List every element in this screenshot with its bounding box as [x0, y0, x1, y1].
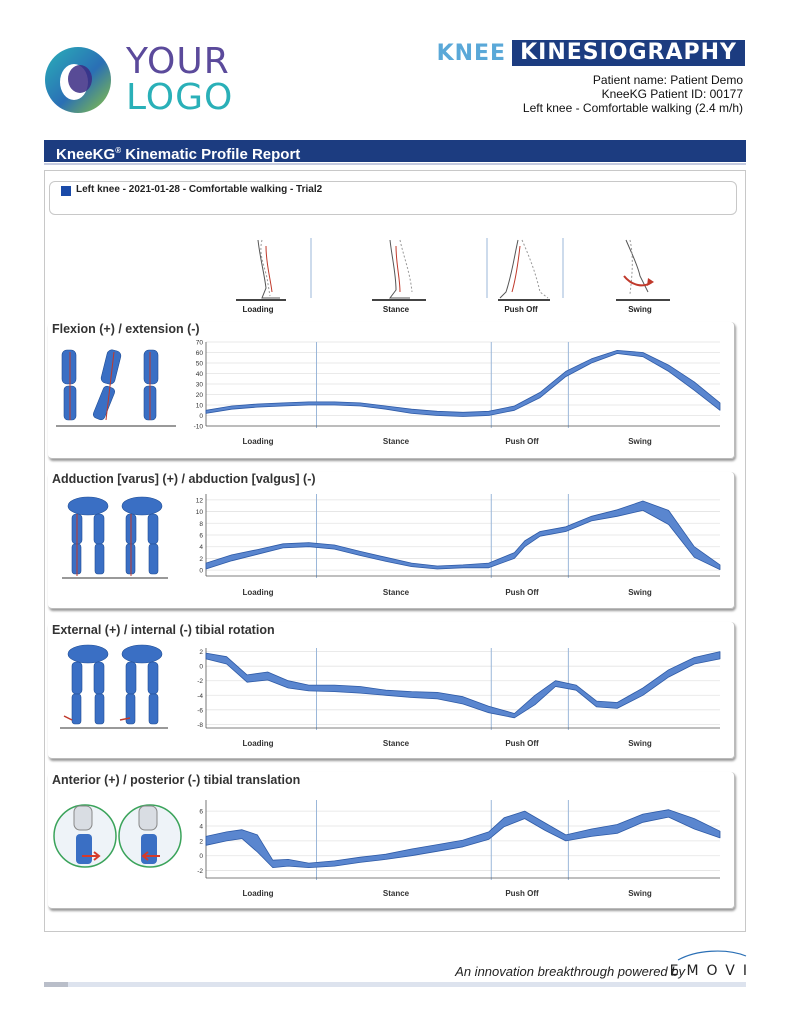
brand-header: KNEE KINESIOGRAPHY	[437, 40, 745, 66]
chart0-label-swing: Swing	[628, 437, 652, 446]
chart3-label-loading: Loading	[242, 889, 274, 898]
y-tick-label: -10	[194, 424, 204, 431]
tibial-rotation-chart: -8 -6 -4 -2 0 2	[197, 648, 721, 730]
adduction-legs-illustration	[62, 496, 168, 579]
y-tick-label: 2	[199, 838, 203, 845]
push-off-leg-icon	[498, 239, 550, 301]
patient-id: KneeKG Patient ID: 00177	[601, 87, 743, 101]
y-tick-label: 60	[196, 350, 204, 357]
phase-label-loading: Loading	[242, 305, 274, 314]
footer-bar	[44, 982, 746, 987]
variability-band	[205, 809, 721, 868]
chart3-label-stance: Stance	[382, 889, 410, 898]
report-panel	[44, 170, 746, 932]
y-tick-label: 6	[199, 809, 203, 816]
variability-band	[205, 350, 721, 417]
brand-kinesiography: KINESIOGRAPHY	[512, 40, 745, 66]
flexion-legs-illustration	[56, 349, 176, 427]
adduction-abduction-chart: 0 2 4 6 8 10 12	[196, 494, 721, 578]
swing-leg-icon	[616, 239, 670, 301]
section-title-translation: Anterior (+) / posterior (-) tibial tran…	[52, 773, 301, 787]
patient-condition: Left knee - Comfortable walking (2.4 m/h…	[522, 101, 743, 115]
y-tick-label: 0	[199, 853, 203, 860]
tibial-translation-chart: -2 0 2 4 6	[197, 800, 721, 880]
y-tick-label: 0	[199, 664, 203, 671]
y-tick-label: 4	[199, 824, 203, 831]
y-tick-label: -6	[197, 707, 203, 714]
y-tick-label: -8	[197, 722, 203, 729]
legend-label: Left knee - 2021-01-28 - Comfortable wal…	[76, 184, 323, 195]
y-tick-label: -4	[197, 693, 203, 700]
y-tick-label: 2	[199, 649, 203, 656]
y-tick-label: 50	[196, 361, 204, 368]
chart1-label-stance: Stance	[382, 588, 410, 597]
variability-band	[205, 651, 721, 719]
y-tick-label: 0	[199, 568, 203, 575]
y-tick-label: 20	[196, 392, 204, 399]
chart1-label-swing: Swing	[628, 588, 652, 597]
patient-info: Patient name: Patient Demo KneeKG Patien…	[523, 73, 743, 115]
emovi-swoosh-icon	[677, 950, 747, 961]
flexion-extension-chart: -10 0 10 20 30 40 50 60 70	[194, 340, 721, 431]
section-title-flexion: Flexion (+) / extension (-)	[52, 322, 200, 336]
section-card-adduction	[48, 472, 735, 609]
y-tick-label: -2	[197, 678, 203, 685]
title-underline	[44, 163, 746, 165]
y-tick-label: -2	[197, 868, 203, 875]
legend-swatch	[61, 186, 71, 196]
y-tick-label: 12	[196, 497, 204, 504]
chart2-label-stance: Stance	[382, 739, 410, 748]
y-tick-label: 40	[196, 371, 204, 378]
report-title-rest: Kinematic Profile Report	[121, 146, 301, 163]
footer-tagline: An innovation breakthrough powered by	[455, 964, 685, 979]
section-card-flexion	[48, 322, 735, 459]
section-card-rotation	[48, 622, 735, 759]
chart0-label-loading: Loading	[242, 437, 274, 446]
gait-phase-illustrations	[236, 238, 670, 301]
chart1-label-loading: Loading	[242, 588, 274, 597]
footer-bar-accent	[44, 982, 68, 987]
section-title-rotation: External (+) / internal (-) tibial rotat…	[52, 623, 275, 637]
legend-box	[49, 181, 737, 215]
registered-mark: ®	[115, 146, 122, 155]
y-tick-label: 6	[199, 533, 203, 540]
stance-leg-icon	[372, 239, 426, 301]
chart1-label-push-off: Push Off	[505, 588, 539, 597]
phase-label-push-off: Push Off	[504, 305, 538, 314]
logo-line-1: YOUR	[126, 41, 230, 82]
chart3-label-push-off: Push Off	[505, 889, 539, 898]
logo-text: YOUR LOGO	[126, 44, 233, 116]
chart3-label-swing: Swing	[628, 889, 652, 898]
report-title: KneeKG	[56, 146, 116, 163]
chart2-label-loading: Loading	[242, 739, 274, 748]
section-title-adduction: Adduction [varus] (+) / abduction [valgu…	[52, 472, 316, 486]
translation-knee-illustration	[53, 804, 182, 868]
phase-label-swing: Swing	[628, 305, 652, 314]
y-tick-label: 4	[199, 544, 203, 551]
loading-leg-icon	[236, 239, 286, 301]
chart0-label-stance: Stance	[382, 437, 410, 446]
y-tick-label: 0	[199, 413, 203, 420]
chart2-label-swing: Swing	[628, 739, 652, 748]
patient-name: Patient name: Patient Demo	[592, 73, 743, 87]
rotation-legs-illustration	[60, 644, 168, 729]
y-tick-label: 2	[199, 556, 203, 563]
y-tick-label: 10	[196, 403, 204, 410]
report-title-bar: KneeKG® Kinematic Profile Report	[44, 140, 746, 163]
y-tick-label: 10	[196, 509, 204, 516]
logo-line-2: LOGO	[126, 77, 234, 118]
phase-label-stance: Stance	[382, 305, 410, 314]
footer-company-logo: EMOVI	[669, 963, 755, 979]
chart2-label-push-off: Push Off	[505, 739, 539, 748]
y-tick-label: 70	[196, 340, 204, 347]
logo-icon	[45, 47, 111, 113]
brand-knee: KNEE	[436, 40, 507, 66]
variability-band	[205, 500, 721, 570]
chart0-label-push-off: Push Off	[505, 437, 539, 446]
y-tick-label: 8	[199, 521, 203, 528]
y-tick-label: 30	[196, 382, 204, 389]
section-card-translation	[48, 772, 735, 909]
